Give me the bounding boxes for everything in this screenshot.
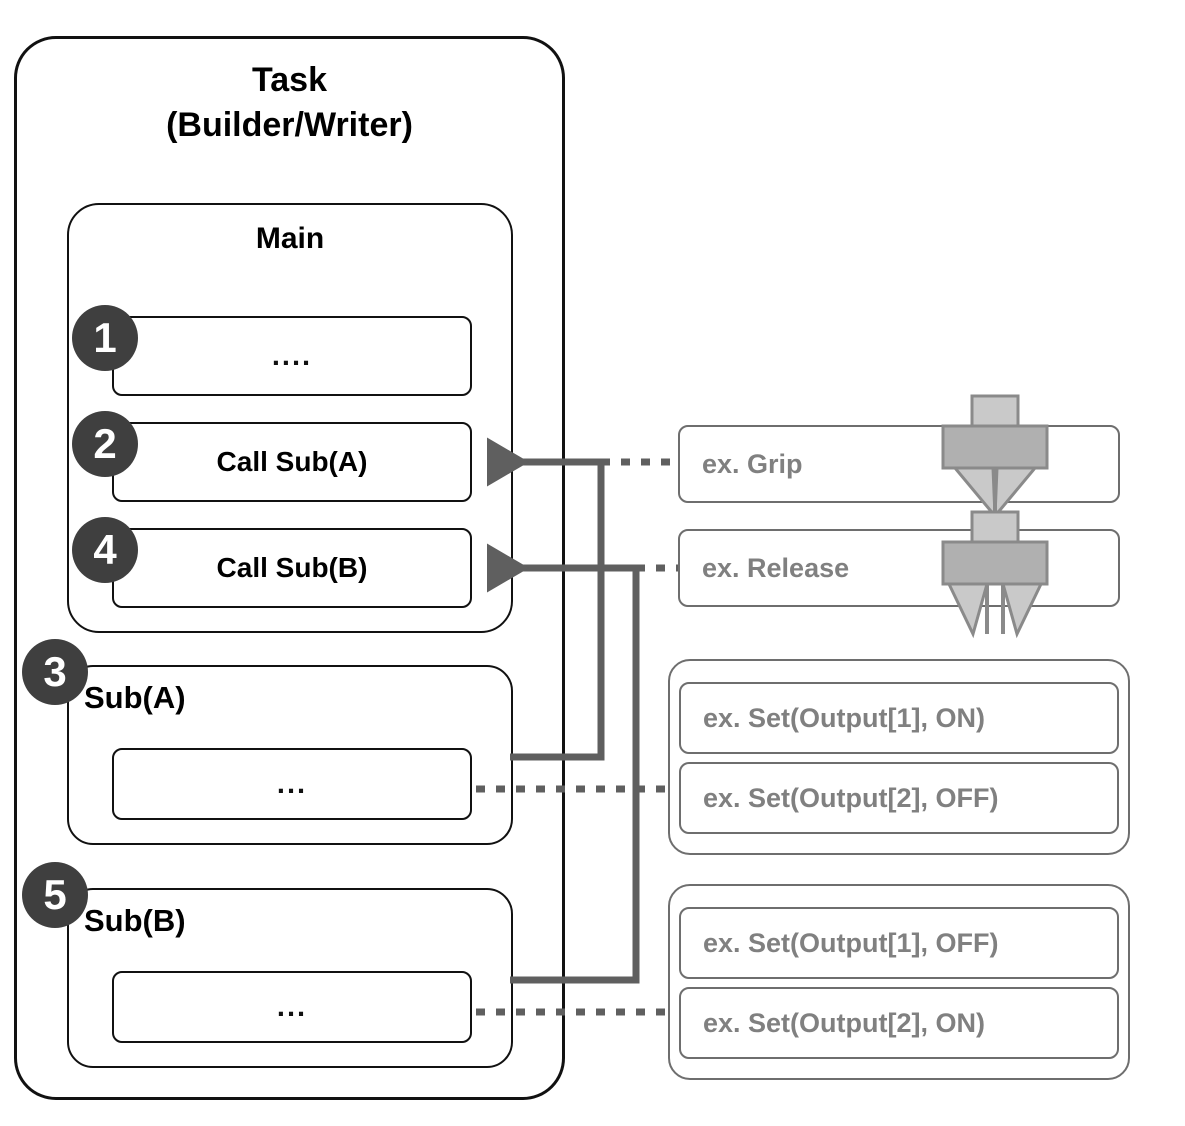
sub-b-output-1-label: ex. Set(Output[1], OFF) <box>703 927 999 958</box>
main-statement-1[interactable]: .... <box>112 316 472 396</box>
gripper-closed-icon <box>941 394 1049 521</box>
main-statement-1-label: .... <box>271 339 313 372</box>
sub-a-output-1-box[interactable]: ex. Set(Output[1], ON) <box>679 682 1119 754</box>
gripper-open-icon <box>941 510 1049 639</box>
task-title: Task (Builder/Writer) <box>14 58 565 148</box>
main-container <box>67 203 513 633</box>
sub-b-output-2-box[interactable]: ex. Set(Output[2], ON) <box>679 987 1119 1059</box>
main-title: Main <box>255 222 325 255</box>
step-badge-1: 1 <box>72 305 138 371</box>
sub-a-output-2-label: ex. Set(Output[2], OFF) <box>703 782 999 813</box>
sub-b-statement-label: ... <box>276 990 308 1023</box>
example-grip-box[interactable]: ex. Grip <box>678 425 1120 503</box>
step-badge-1-number: 1 <box>93 314 117 361</box>
example-release-label: ex. Release <box>702 552 850 583</box>
example-release-box[interactable]: ex. Release <box>678 529 1120 607</box>
sub-a-output-2-box[interactable]: ex. Set(Output[2], OFF) <box>679 762 1119 834</box>
step-badge-3: 3 <box>22 639 88 705</box>
step-badge-5: 5 <box>22 862 88 928</box>
example-grip-label: ex. Grip <box>702 448 803 479</box>
sub-b-title: Sub(B) <box>84 903 186 938</box>
main-statement-2-label: Call Sub(A) <box>216 446 368 477</box>
sub-b-outputs-group <box>668 884 1130 1080</box>
step-badge-4: 4 <box>72 517 138 583</box>
sub-b-statement[interactable]: ... <box>112 971 472 1043</box>
step-badge-2-number: 2 <box>93 420 117 467</box>
sub-b-output-2-label: ex. Set(Output[2], ON) <box>703 1007 985 1038</box>
task-title-line1: Task <box>252 61 327 99</box>
main-statement-4-call-sub-b[interactable]: Call Sub(B) <box>112 528 472 608</box>
step-badge-4-number: 4 <box>93 526 117 573</box>
sub-a-output-1-label: ex. Set(Output[1], ON) <box>703 702 985 733</box>
main-statement-4-label: Call Sub(B) <box>216 552 368 583</box>
sub-a-statement-label: ... <box>276 767 308 800</box>
main-statement-2-call-sub-a[interactable]: Call Sub(A) <box>112 422 472 502</box>
sub-b-output-1-box[interactable]: ex. Set(Output[1], OFF) <box>679 907 1119 979</box>
sub-a-title: Sub(A) <box>84 680 186 715</box>
step-badge-3-number: 3 <box>43 648 67 695</box>
sub-a-statement[interactable]: ... <box>112 748 472 820</box>
sub-a-outputs-group <box>668 659 1130 855</box>
step-badge-5-number: 5 <box>43 871 67 918</box>
task-title-line2: (Builder/Writer) <box>166 106 413 144</box>
step-badge-2: 2 <box>72 411 138 477</box>
